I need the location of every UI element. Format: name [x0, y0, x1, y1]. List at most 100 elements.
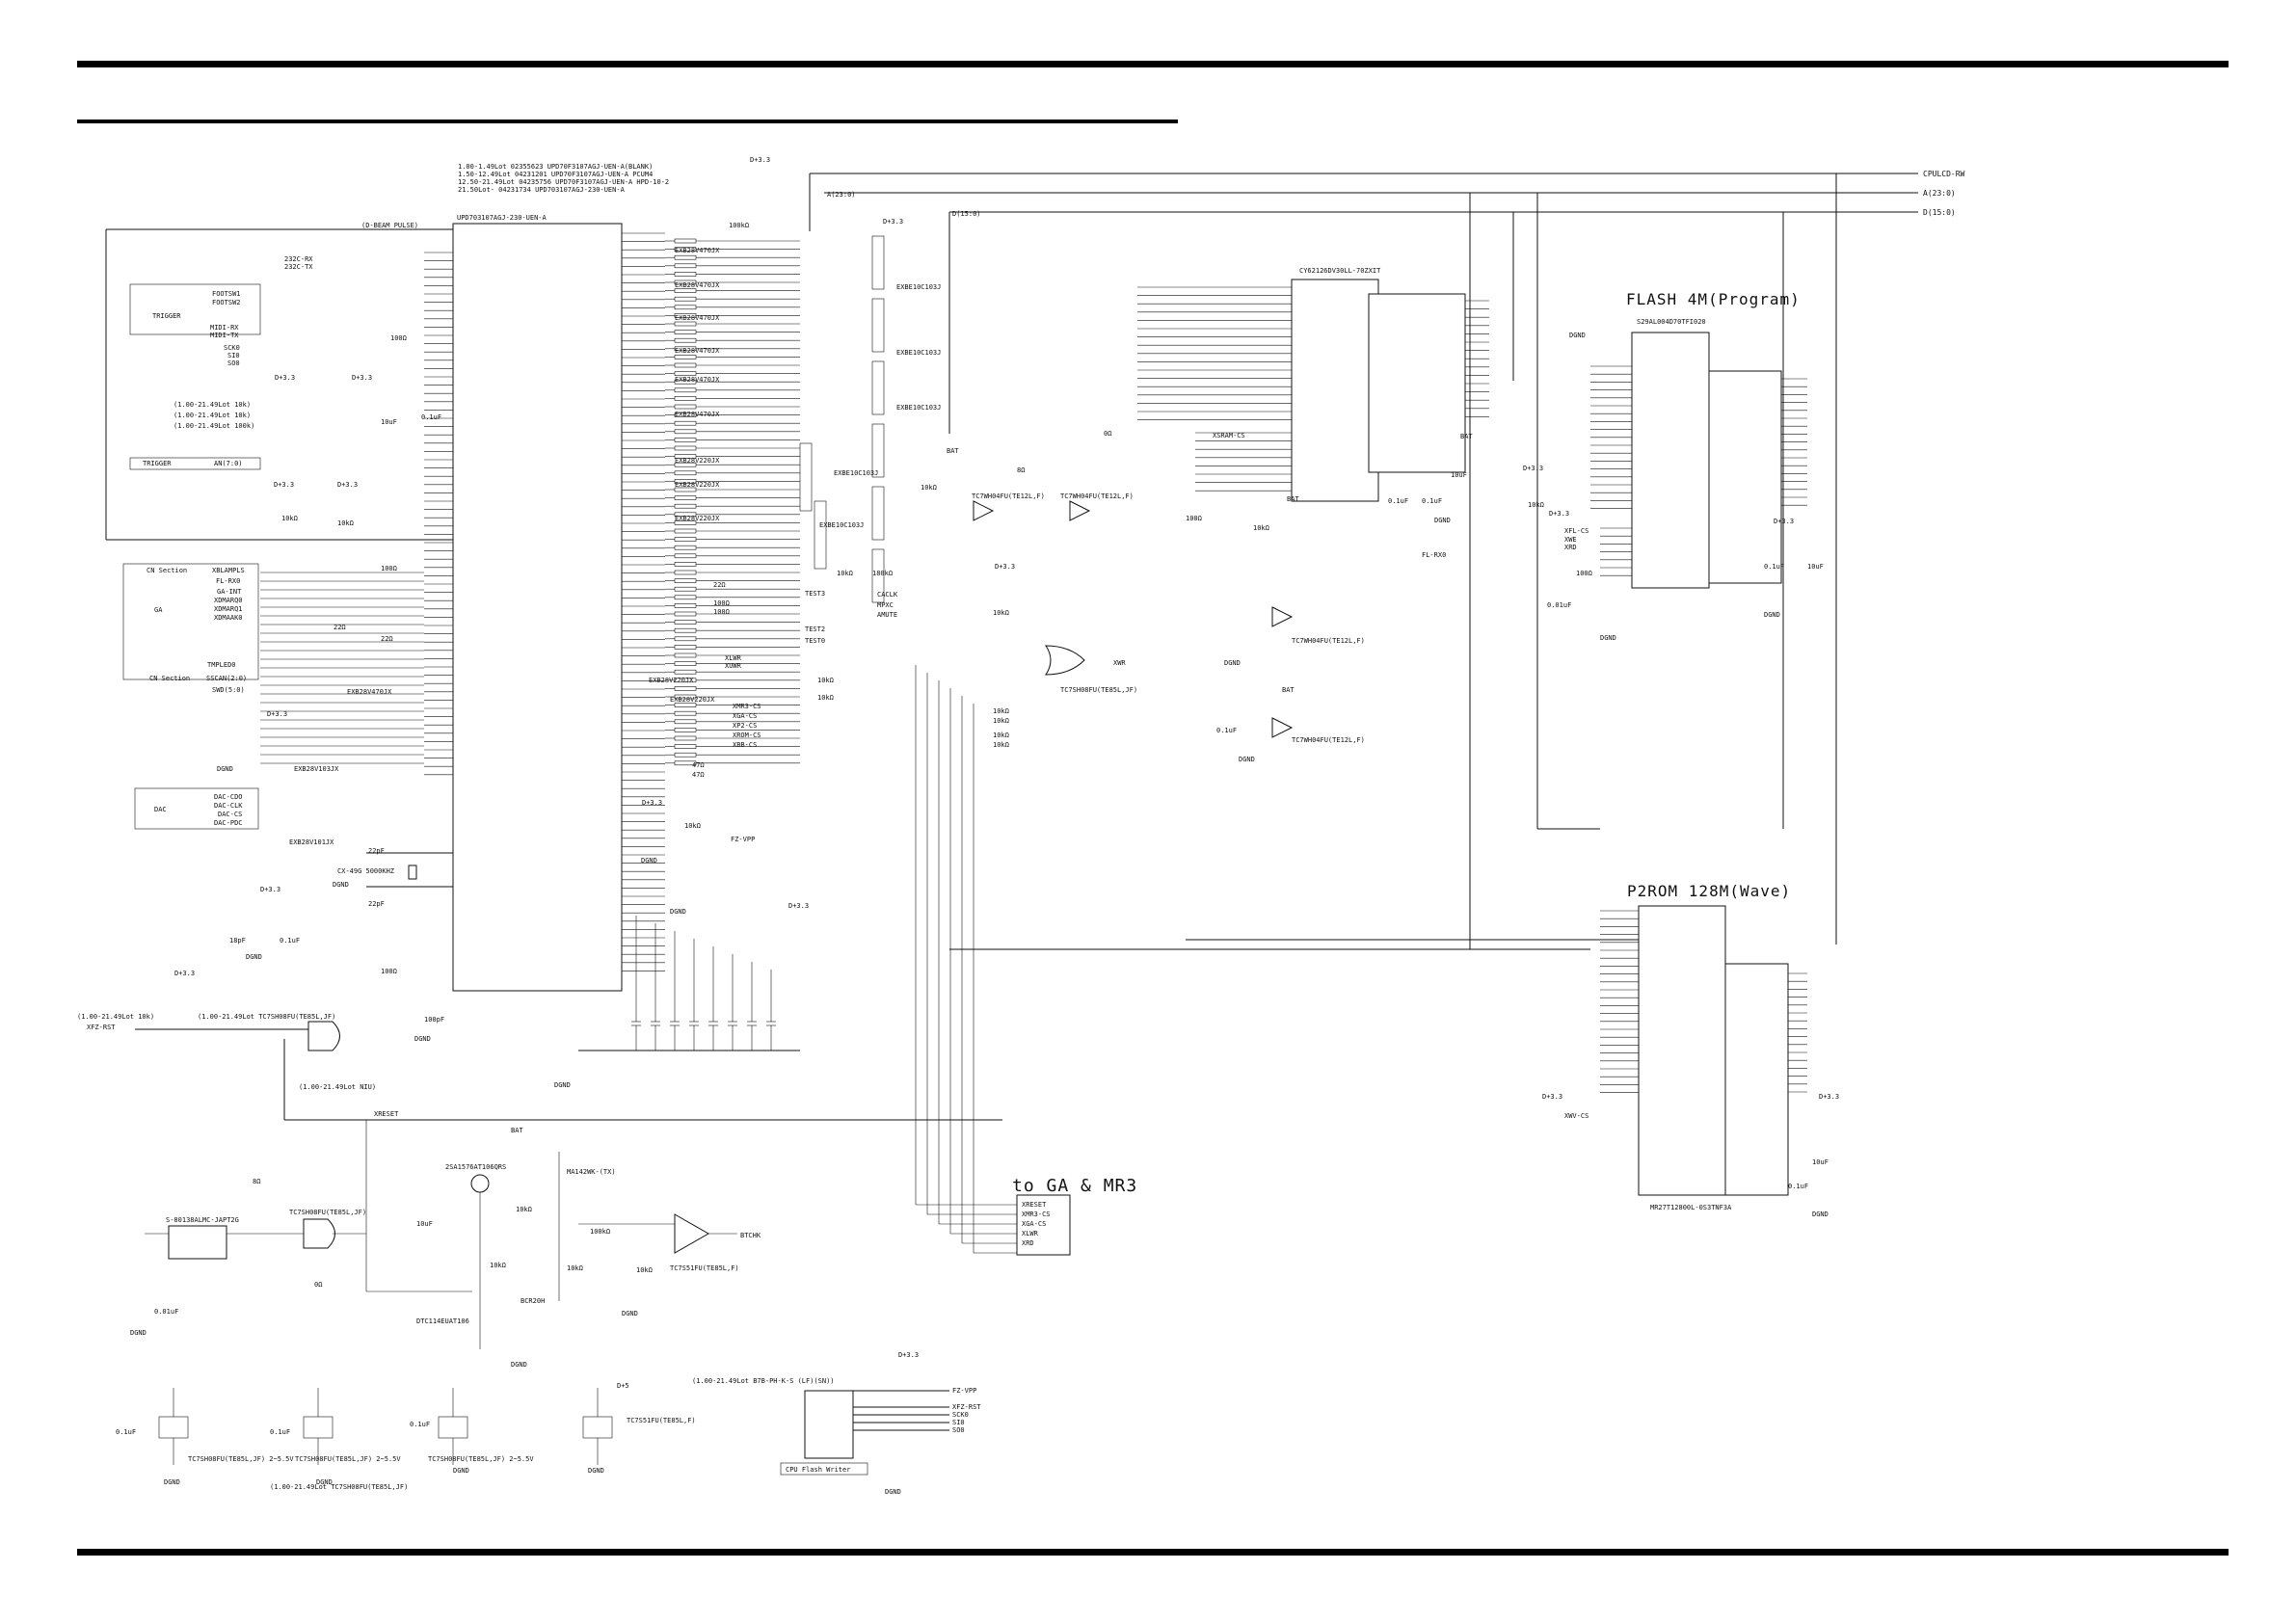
connector-label: (1.00-21.49Lot B7B-PH-K-S (LF)(SN)): [692, 1377, 835, 1385]
resistor-value: 10kΩ: [337, 519, 354, 527]
component-body: [674, 288, 697, 293]
decoupling-caps: [578, 916, 800, 1051]
component-body: [674, 611, 697, 617]
cs-label: XP2-CS: [733, 722, 757, 730]
so0-label: SO0: [227, 359, 240, 367]
power-d33: D+3.3: [995, 563, 1015, 571]
cpu-part-label: UPD703107AGJ-230-UEN-A: [457, 214, 547, 222]
resistor-value: 10kΩ: [993, 609, 1009, 617]
sck0-label: SCK0: [224, 344, 240, 352]
bus-label-data: D(15:0): [1923, 208, 1956, 217]
xuwr-label: XUWR: [725, 662, 742, 670]
component-body: [871, 235, 885, 290]
power-d33: D+3.3: [1774, 518, 1794, 525]
power-dgnd: DGND: [670, 908, 686, 916]
component-body: [674, 545, 697, 550]
power-dgnd: DGND: [130, 1329, 147, 1337]
lot-note: (1.00-21.49Lot 100k): [174, 422, 254, 430]
resistor-value: 100Ω: [1186, 515, 1202, 522]
writer-label: CPU Flash Writer: [786, 1466, 850, 1474]
component-body: [674, 362, 697, 368]
cap-array-label: EXBE10C103J: [896, 404, 941, 412]
power-d33: D+3.3: [788, 902, 809, 910]
serial-tx-label: 232C-TX: [284, 263, 313, 271]
component-body: [674, 661, 697, 666]
power-d33: D+3.3: [1542, 1093, 1562, 1101]
cap-value: 10uF: [1807, 563, 1824, 571]
power-d33: D+3.3: [275, 374, 295, 382]
logic-gates: TC7WH04FU(TE12L,F) TC7WH04FU(TE12L,F) TC…: [725, 492, 1365, 843]
fl-rx0-left: FL-RX0: [216, 577, 240, 585]
component-values: 100kΩ 0Ω 10kΩ 10kΩ 10kΩ 100Ω 0.01uF 0.1u…: [116, 222, 1829, 1436]
component-body: [674, 603, 697, 608]
component-body: [871, 298, 885, 353]
bus-label-a-local: A(23:0): [827, 191, 856, 199]
component-body: [674, 645, 697, 650]
note-line: 1.50-12.49Lot 04231201 UPD70F3107AGJ-UEN…: [458, 171, 653, 178]
serial-rx-label: 232C-RX: [284, 255, 313, 263]
cap-value: 0.1uF: [1422, 497, 1442, 505]
component-body: [674, 272, 697, 277]
component-body: [674, 620, 697, 625]
rarray-label: EXB28V220JX: [675, 515, 720, 522]
sram-chip: CY62126DV30LL-70ZXIT XSRAM-CS: [1137, 267, 1489, 502]
component-body: [674, 330, 697, 334]
resistor-value: 8Ω: [1017, 466, 1025, 474]
test2-label: TEST2: [805, 625, 825, 633]
cap-value: 22pF: [368, 847, 385, 855]
xfz-rst-label: XFZ-RST: [87, 1024, 116, 1031]
component-body: [674, 371, 697, 376]
bus-label-cpulcd: CPULCD-RW: [1923, 170, 1965, 178]
resistor-value: 100kΩ: [729, 222, 749, 229]
component-body: [674, 438, 697, 442]
power-d33: D+3.3: [750, 156, 770, 164]
power-bat: BAT: [947, 447, 959, 455]
cs-label: XGA-CS: [733, 712, 757, 720]
lot-tc7-label: (1.00-21.49Lot TC7SH08FU(TE85L,JF): [198, 1013, 335, 1021]
an-bus-label: AN(7:0): [214, 460, 243, 467]
ga-label: GA: [154, 606, 163, 614]
resistor-value: 10kΩ: [636, 1266, 653, 1274]
component-body: [674, 296, 697, 302]
bus-label-address: A(23:0): [1923, 189, 1956, 198]
rarray-label-left: EXB28V470JX: [347, 688, 392, 696]
resistor-value: 10kΩ: [993, 717, 1009, 725]
gate-note: TC7SH08FU(TE85L,JF) 2~5.5V: [295, 1455, 401, 1463]
rarray-label: EXB28V220JX: [670, 696, 715, 704]
cap-array-label: EXBE10C103J: [896, 349, 941, 357]
power-bat: BAT: [511, 1127, 523, 1134]
resistor-value: 180kΩ: [872, 570, 893, 577]
component-body: [674, 595, 697, 600]
component-body: [674, 528, 697, 534]
xwr-label: XWR: [1113, 659, 1126, 667]
component-body: [871, 548, 885, 603]
component-body: [674, 578, 697, 583]
cpu-chip: UPD703107AGJ-230-UEN-A: [424, 214, 665, 992]
tc7w-label-c: TC7WH04FU(TE12L,F): [1292, 736, 1365, 744]
resistor-value: 10kΩ: [684, 822, 701, 830]
top-notes: 1.00-1.49Lot 02355623 UPD70F3107AGJ-UEN-…: [458, 163, 669, 194]
flash-part: S29AL004D70TFI020: [1637, 318, 1706, 326]
writer-signal: SO0: [952, 1426, 965, 1434]
reset-section: (1.00-21.49Lot 10k) XFZ-RST (1.00-21.49L…: [77, 1013, 1002, 1121]
resistor-value: 10kΩ: [837, 570, 853, 577]
flash-writer-connector: (1.00-21.49Lot B7B-PH-K-S (LF)(SN)) CPU …: [692, 1377, 981, 1476]
dac-clk-label: DAC-CLK: [214, 802, 243, 810]
resistor-value: 10kΩ: [281, 515, 298, 522]
component-body: [674, 703, 697, 707]
bottom-power-circuit: S-80138ALMC-JAPT2G TC7SH08FU(TE85L,JF) 2…: [145, 1120, 761, 1349]
resistor-value: 100Ω: [390, 334, 407, 342]
component-body: [871, 360, 885, 415]
power-dgnd: DGND: [1569, 332, 1586, 339]
resistor-value: 0Ω: [314, 1281, 322, 1289]
cap-value: 100pF: [424, 1016, 444, 1024]
resistor-value: 100Ω: [713, 599, 730, 607]
cs-label: XROM-CS: [733, 732, 761, 739]
dac-section: DAC DAC-CDO DAC-CLK DAC-CS DAC-PDC: [134, 787, 259, 830]
q1-label: 2SA1576AT106QRS: [445, 1163, 506, 1171]
component-body: [674, 355, 697, 359]
component-body: [303, 1416, 334, 1439]
component-body: [814, 500, 827, 570]
power-d33: D+3.3: [267, 710, 287, 718]
resistor-value: 47Ω: [692, 761, 705, 769]
